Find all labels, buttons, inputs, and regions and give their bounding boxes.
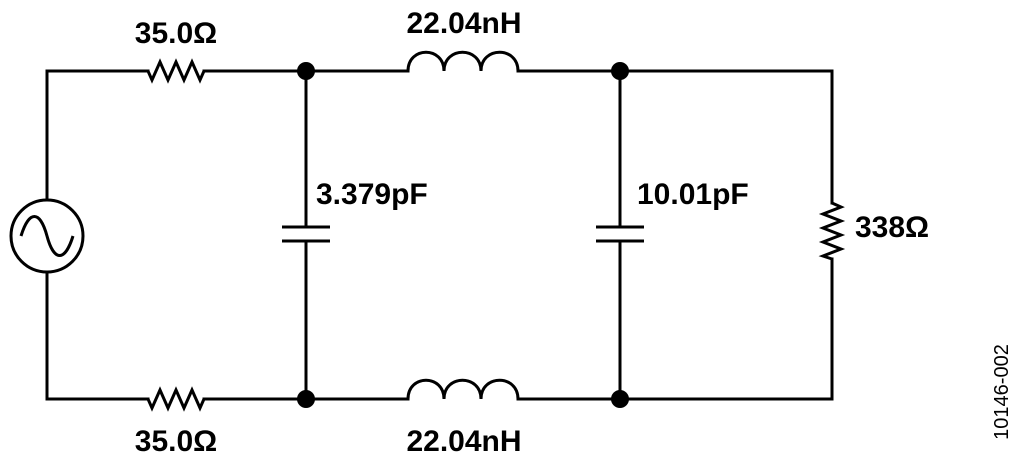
capacitor-right — [596, 225, 644, 243]
figure-id: 10146-002 — [991, 344, 1013, 440]
inductor-top — [406, 50, 520, 72]
junction-dot-icon — [611, 390, 629, 408]
ac-source-icon — [9, 198, 85, 274]
label-r-top: 35.0Ω — [135, 17, 217, 50]
junctions — [297, 62, 629, 408]
label-r-load: 338Ω — [855, 211, 929, 244]
resistor-bottom — [146, 386, 206, 412]
label-c-right: 10.01pF — [637, 178, 749, 211]
wires — [45, 69, 834, 401]
label-c-left: 3.379pF — [316, 178, 428, 211]
label-r-bottom: 35.0Ω — [135, 425, 217, 458]
inductor-bottom — [406, 378, 520, 400]
capacitor-left — [282, 225, 330, 243]
resistor-load — [818, 201, 846, 261]
label-l-top: 22.04nH — [406, 7, 521, 40]
junction-dot-icon — [297, 390, 315, 408]
junction-dot-icon — [297, 62, 315, 80]
label-l-bottom: 22.04nH — [406, 425, 521, 458]
junction-dot-icon — [611, 62, 629, 80]
resistor-top — [146, 58, 206, 84]
